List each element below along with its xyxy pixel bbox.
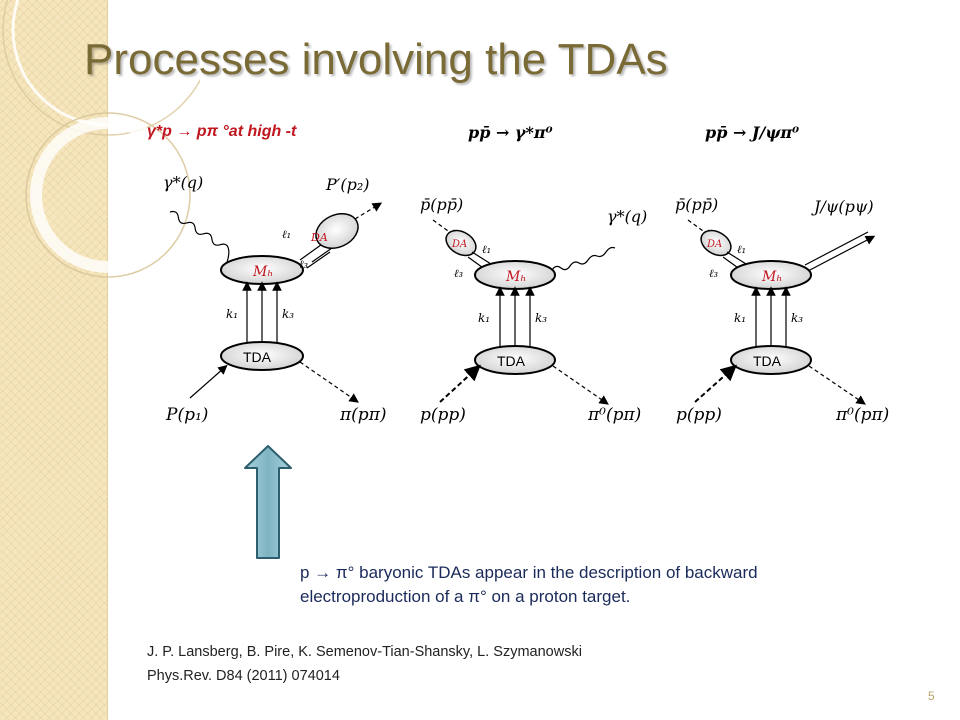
diagram-1-da: DA (310, 231, 328, 244)
diagram-3-k3: k₃ (791, 311, 803, 325)
diagram-1-k3: k₃ (282, 307, 294, 321)
diagram-1-bottom-left: P(p₁) (165, 405, 208, 425)
explanation-line-2: electroproduction of a π° on a proton ta… (300, 587, 631, 606)
diagram-2-top-right: γ*(q) (607, 207, 647, 226)
decorative-rings (2, 0, 200, 278)
diagram-3-top-right: J/ψ(pψ) (811, 197, 874, 216)
reference: J. P. Lansberg, B. Pire, K. Semenov-Tian… (147, 640, 582, 688)
up-arrow-shape (244, 445, 292, 559)
diagram-3-mh: Mₕ (761, 269, 782, 285)
diagram-1-l3: ℓ₃ (299, 258, 308, 271)
diagram-2-bottom-left: p(pp) (420, 405, 466, 425)
explanation-text: p → π° baryonic TDAs appear in the descr… (300, 561, 920, 609)
photon-line (169, 210, 230, 271)
diagram-2-k1: k₁ (478, 311, 490, 325)
diagram-1-top-left: γ*(q) (163, 173, 203, 192)
diagram-2-k3: k₃ (535, 311, 547, 325)
diagram-2-da: DA (451, 239, 467, 250)
slide-title: Processes involving the TDAs (84, 35, 668, 84)
diagram-3-da: DA (706, 239, 722, 250)
diagram-2-mh: Mₕ (505, 269, 526, 285)
diagram-1: γ*(q) P′(p₂) DA Mₕ ℓ₁ ℓ₃ k₁ k₃ TDA P(p₁)… (163, 173, 387, 425)
diagram-1-bottom-right: π(pπ) (339, 405, 387, 425)
sidebar-divider (107, 0, 108, 720)
diagram-3-top-left: p̄(pp̄) (675, 195, 718, 214)
reference-journal: Phys.Rev. D84 (2011) 074014 (147, 668, 340, 684)
page-number: 5 (928, 689, 935, 703)
diagram-1-top-right: P′(p₂) (325, 175, 370, 194)
diagram-1-l1: ℓ₁ (282, 228, 291, 241)
diagram-2: p̄(pp̄) γ*(q) DA Mₕ ℓ₁ ℓ₃ k₁ k₃ TDA p(pp… (420, 195, 647, 425)
diagram-2-l3: ℓ₃ (454, 267, 463, 280)
diagram-1-tda: TDA (243, 349, 272, 365)
diagram-1-mh: Mₕ (252, 264, 273, 280)
process-label-2: pp̄ → γ*π⁰ (468, 123, 553, 142)
diagram-2-bottom-right: π⁰(pπ) (587, 405, 641, 425)
explanation-line-1: p → π° baryonic TDAs appear in the descr… (300, 563, 758, 582)
diagram-2-tda: TDA (497, 353, 526, 369)
diagram-3-k1: k₁ (734, 311, 746, 325)
diagram-3: p̄(pp̄) J/ψ(pψ) DA Mₕ ℓ₁ ℓ₃ k₁ k₃ TDA p(… (675, 195, 889, 425)
diagram-3-bottom-left: p(pp) (676, 405, 722, 425)
reference-authors: J. P. Lansberg, B. Pire, K. Semenov-Tian… (147, 644, 582, 660)
diagram-3-tda: TDA (753, 353, 782, 369)
diagram-2-top-left: p̄(pp̄) (420, 195, 463, 214)
process-label-1: γ*p → pπ °at high -t (147, 123, 297, 140)
diagram-2-l1: ℓ₁ (482, 243, 491, 256)
diagram-1-k1: k₁ (226, 307, 238, 321)
diagram-3-l1: ℓ₁ (737, 243, 746, 256)
process-label-3: pp̄ → J/ψπ⁰ (705, 123, 800, 142)
diagram-3-bottom-right: π⁰(pπ) (835, 405, 889, 425)
diagram-3-l3: ℓ₃ (709, 267, 718, 280)
